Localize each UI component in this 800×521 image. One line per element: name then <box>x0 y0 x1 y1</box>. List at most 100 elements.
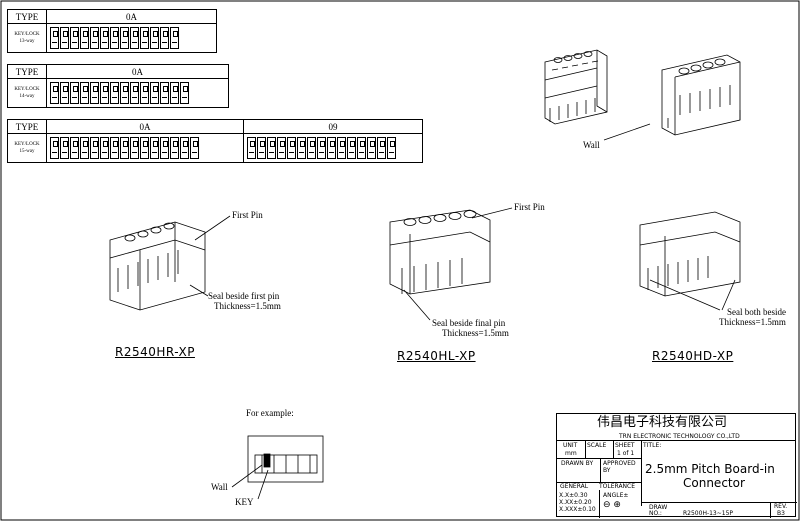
key-cell <box>90 27 99 49</box>
wall-leader-line <box>603 123 651 141</box>
key-row <box>47 80 228 106</box>
wall-callout: Wall <box>583 140 600 150</box>
key-cell <box>377 137 386 159</box>
key-cell <box>50 137 59 159</box>
key-cell <box>247 137 256 159</box>
key-cell <box>80 137 89 159</box>
key-cell <box>130 82 139 104</box>
seal-callout: Seal beside first pin <box>208 291 280 301</box>
key-cell <box>60 27 69 49</box>
key-cell <box>170 137 179 159</box>
key-cell <box>387 137 396 159</box>
connector-hd <box>639 211 741 311</box>
key-cell <box>297 137 306 159</box>
key-cell <box>130 27 139 49</box>
key-cell <box>80 27 89 49</box>
keylock-label: KEY/LOCK <box>14 87 40 92</box>
title-line-2: Connector <box>683 476 745 490</box>
wall-callout: Wall <box>211 482 228 492</box>
key-row <box>47 25 216 51</box>
projection-icon: ⊖ ⊕ <box>603 500 621 510</box>
tolerance-2: X.XX±0.20 <box>559 499 592 506</box>
thickness-callout: Thickness=1.5mm <box>442 328 509 338</box>
model-hl: R2540HL-XP <box>397 349 476 363</box>
first-pin-callout: First Pin <box>514 202 545 212</box>
company-name-cn: 伟昌电子科技有限公司 <box>597 415 728 430</box>
key-cell <box>110 82 119 104</box>
thickness-callout: Thickness=1.5mm <box>719 317 786 327</box>
title-line-1: 2.5mm Pitch Board-in <box>645 462 775 476</box>
tolerance-1: X.X±0.30 <box>559 492 588 499</box>
key-cell <box>50 27 59 49</box>
key-cell <box>267 137 276 159</box>
unit-value: mm <box>565 450 577 457</box>
key-cell <box>130 137 139 159</box>
key-cell <box>70 82 79 104</box>
key-cell <box>170 82 179 104</box>
key-cell <box>90 82 99 104</box>
key-cell <box>170 27 179 49</box>
key-row <box>244 135 422 161</box>
angle-label: ANGLE± <box>603 492 629 499</box>
tolerance-label: TOLERANCE <box>599 483 636 490</box>
seal-callout: Seal both beside <box>727 307 786 317</box>
key-cell <box>180 82 189 104</box>
key-cell <box>307 137 316 159</box>
key-cell <box>190 137 199 159</box>
key-cell <box>110 27 119 49</box>
key-cell <box>357 137 366 159</box>
key-cell <box>367 137 376 159</box>
drawing-number: R2500H-13~15P <box>683 510 734 517</box>
drawn-by-label: DRAWN BY <box>561 460 594 467</box>
key-cell <box>180 137 189 159</box>
key-cell <box>347 137 356 159</box>
key-cell <box>160 27 169 49</box>
first-pin-callout: First Pin <box>232 210 263 220</box>
key-cell <box>160 82 169 104</box>
key-cell <box>160 137 169 159</box>
key-cell <box>317 137 326 159</box>
key-cell <box>150 137 159 159</box>
key-callout: KEY <box>235 497 254 507</box>
draw-label: DRAW <box>649 504 668 511</box>
key-cell <box>337 137 346 159</box>
key-row <box>47 135 243 161</box>
key-cell <box>327 137 336 159</box>
key-cell <box>100 137 109 159</box>
sheet-value: 1 of 1 <box>617 450 635 457</box>
company-name-en: TRN ELECTRONIC TECHNOLOGY CO.,LTD <box>619 433 740 440</box>
key-cell <box>100 82 109 104</box>
key-cell <box>150 27 159 49</box>
way-label: 13-way <box>19 39 35 44</box>
key-cell <box>70 27 79 49</box>
no-label: NO.: <box>649 510 662 517</box>
key-cell <box>110 137 119 159</box>
connector-hr <box>109 215 231 311</box>
rev-label: REV. <box>774 503 788 510</box>
key-cell <box>50 82 59 104</box>
key-cell <box>120 82 129 104</box>
approved-by-label: APPROVED BY <box>603 460 636 474</box>
way-label: 14-way <box>19 94 35 99</box>
keylock-label: KEY/LOCK <box>14 142 40 147</box>
tolerance-3: X.XXX±0.10 <box>559 506 596 513</box>
way-label: 15-way <box>19 149 35 154</box>
connector-hl <box>389 207 513 321</box>
example-label: For example: <box>246 408 294 418</box>
seal-callout: Seal beside final pin <box>432 318 506 328</box>
key-cell <box>80 82 89 104</box>
key-cell <box>90 137 99 159</box>
keylock-label: KEY/LOCK <box>14 32 40 37</box>
key-cell <box>140 27 149 49</box>
key-cell <box>100 27 109 49</box>
model-hd: R2540HD-XP <box>652 349 734 363</box>
key-cell <box>150 82 159 104</box>
title-label: TITLE: <box>643 442 662 449</box>
connector-top-right <box>661 54 741 136</box>
connector-top-left <box>544 49 608 125</box>
key-cell <box>70 137 79 159</box>
key-cell <box>140 82 149 104</box>
